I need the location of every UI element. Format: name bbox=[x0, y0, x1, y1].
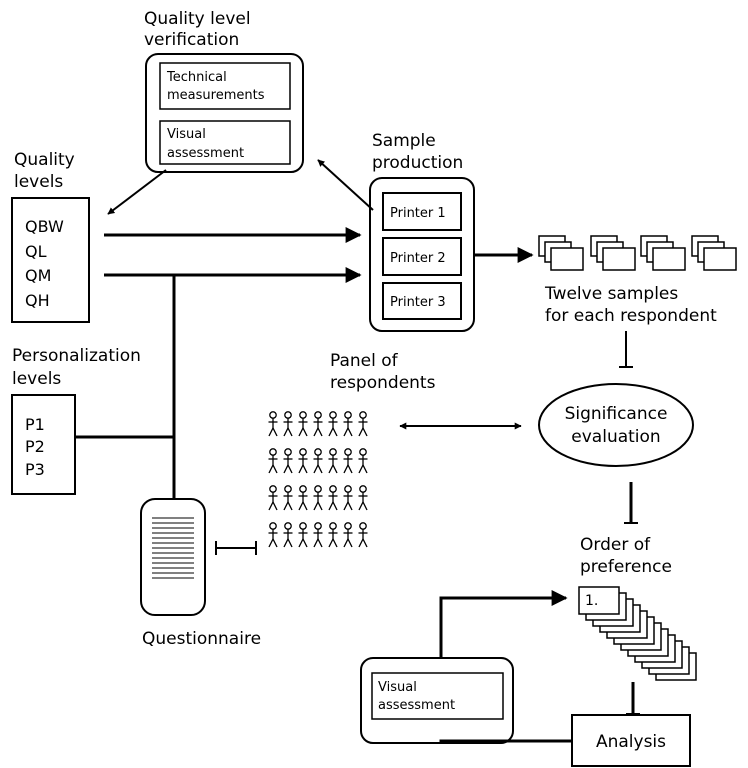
personalization-level-item: P1 bbox=[25, 415, 45, 434]
preference-cards bbox=[578, 586, 697, 681]
respondent-figure bbox=[282, 485, 294, 511]
line-assessment-to-analysis bbox=[439, 739, 572, 743]
respondent-figure bbox=[312, 485, 324, 511]
respondent-figure bbox=[342, 522, 354, 548]
order-title-line1: Order of bbox=[580, 535, 651, 555]
significance-ellipse bbox=[538, 383, 694, 467]
quality-level-item: QBW bbox=[25, 217, 64, 236]
visual-assessment-line2: assessment bbox=[167, 146, 244, 161]
technical-measurements-box bbox=[159, 62, 291, 110]
respondent-figure bbox=[297, 485, 309, 511]
final-visual-assessment-box bbox=[371, 672, 504, 720]
sample-production-title-line2: production bbox=[372, 153, 463, 173]
sample-production-title-line1: Sample bbox=[372, 131, 436, 151]
analysis-label: Analysis bbox=[596, 732, 666, 752]
technical-measurements-line1: Technical bbox=[166, 70, 227, 85]
significance-line1: Significance bbox=[565, 404, 668, 424]
connectors bbox=[75, 159, 640, 743]
quality-level-item: QM bbox=[25, 266, 51, 285]
respondent-figure bbox=[267, 522, 279, 548]
personalization-level-item: P2 bbox=[25, 437, 45, 456]
quality-level-item: QH bbox=[25, 291, 50, 310]
arrow-verification-to-levels bbox=[107, 169, 167, 215]
printer-box bbox=[382, 282, 462, 320]
panel-title-line1: Panel of bbox=[330, 351, 399, 371]
arrow-production-to-verification bbox=[317, 159, 374, 211]
visual-assessment-box bbox=[159, 120, 291, 165]
respondent-figure bbox=[327, 448, 339, 474]
respondent-crowd bbox=[267, 411, 369, 548]
technical-measurements-line2: measurements bbox=[167, 88, 265, 103]
respondent-figure bbox=[342, 448, 354, 474]
visual-assessment-line1: Visual bbox=[167, 127, 206, 142]
respondent-figure bbox=[327, 522, 339, 548]
respondent-figure bbox=[357, 522, 369, 548]
respondent-figure bbox=[312, 448, 324, 474]
sample-stack-icon bbox=[640, 235, 686, 271]
respondent-figure bbox=[267, 411, 279, 437]
printer-label: Printer 2 bbox=[390, 251, 446, 266]
respondent-figure bbox=[327, 411, 339, 437]
quality-verification-title-line2: verification bbox=[144, 30, 239, 50]
respondent-figure bbox=[312, 522, 324, 548]
personalization-levels-group: Personalization levels P1 P2 P3 bbox=[11, 346, 141, 495]
respondent-figure bbox=[282, 411, 294, 437]
quality-level-item: QL bbox=[25, 242, 47, 261]
panel-title-line2: respondents bbox=[330, 373, 436, 393]
sample-stacks bbox=[538, 235, 737, 271]
samples-caption-line1: Twelve samples bbox=[544, 284, 678, 304]
quality-levels-box bbox=[11, 197, 90, 323]
respondent-figure bbox=[357, 448, 369, 474]
respondent-figure bbox=[297, 522, 309, 548]
respondent-figure bbox=[342, 485, 354, 511]
sample-production-group: Sample production Printer 1 Printer 2 Pr… bbox=[369, 131, 475, 332]
printer-label: Printer 1 bbox=[390, 206, 446, 221]
respondent-figure bbox=[342, 411, 354, 437]
respondent-figure bbox=[282, 522, 294, 548]
arrow-assessment-to-cards bbox=[439, 590, 568, 658]
questionnaire-icon bbox=[140, 498, 206, 616]
personalization-levels-box bbox=[11, 394, 76, 495]
respondent-figure bbox=[327, 485, 339, 511]
sample-stack-icon bbox=[538, 235, 584, 271]
quality-levels-group: Quality levels QBW QL QM QH bbox=[11, 150, 90, 323]
significance-line2: evaluation bbox=[571, 427, 660, 447]
first-card-label: 1. bbox=[585, 593, 598, 609]
quality-verification-title-line1: Quality level bbox=[144, 9, 251, 29]
sample-stack-icon bbox=[590, 235, 636, 271]
respondent-figure bbox=[312, 411, 324, 437]
respondent-figure bbox=[267, 448, 279, 474]
printer-box bbox=[382, 237, 462, 276]
sample-stack-icon bbox=[691, 235, 737, 271]
personalization-level-item: P3 bbox=[25, 460, 45, 479]
printer-label: Printer 3 bbox=[390, 295, 446, 310]
respondent-figure bbox=[297, 411, 309, 437]
order-title-line2: preference bbox=[580, 557, 672, 577]
questionnaire-label: Questionnaire bbox=[142, 629, 261, 649]
personalization-levels-title-line2: levels bbox=[12, 369, 61, 389]
analysis-box bbox=[571, 714, 691, 767]
preference-card bbox=[578, 586, 620, 615]
quality-levels-title-line1: Quality bbox=[14, 150, 75, 170]
samples-caption-line2: for each respondent bbox=[545, 306, 717, 326]
respondent-figure bbox=[357, 411, 369, 437]
printer-box bbox=[382, 192, 462, 231]
final-assessment-line2: assessment bbox=[378, 698, 455, 713]
respondent-figure bbox=[357, 485, 369, 511]
respondent-figure bbox=[267, 485, 279, 511]
respondent-figure bbox=[282, 448, 294, 474]
quality-verification-group: Quality level verification Technical mea… bbox=[144, 9, 304, 173]
personalization-levels-title-line1: Personalization bbox=[12, 346, 141, 366]
quality-levels-title-line2: levels bbox=[14, 172, 63, 192]
final-assessment-line1: Visual bbox=[378, 680, 417, 695]
respondent-figure bbox=[297, 448, 309, 474]
